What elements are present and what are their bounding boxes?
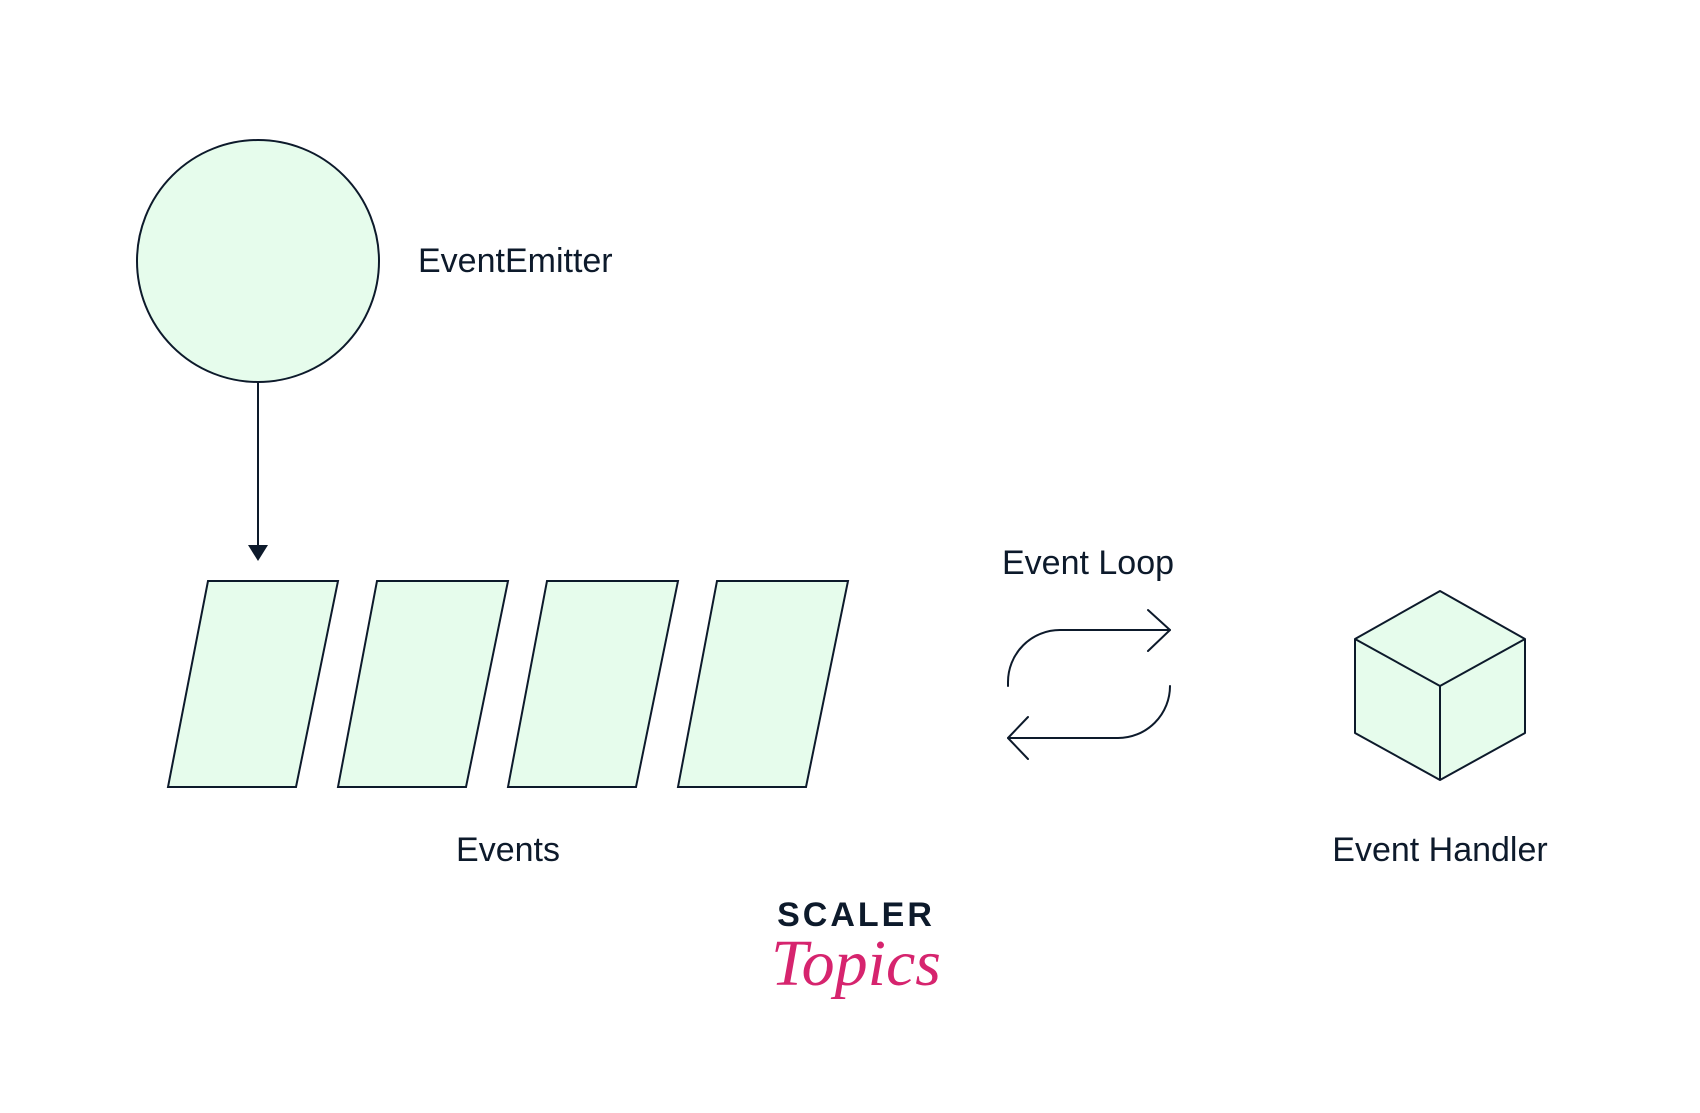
event-block-4 xyxy=(676,580,850,788)
event-loop-label: Event Loop xyxy=(1002,544,1174,582)
events-label: Events xyxy=(456,831,560,869)
event-block-2 xyxy=(336,580,510,788)
emitter-to-events-arrowhead xyxy=(248,545,268,561)
event-loop-cycle-icon xyxy=(1007,609,1171,760)
event-emitter-label: EventEmitter xyxy=(418,242,613,280)
event-emitter-circle xyxy=(136,139,380,383)
event-block-1 xyxy=(166,580,340,788)
scaler-topics-logo: SCALER Topics xyxy=(771,896,941,1000)
event-block-3 xyxy=(506,580,680,788)
event-handler-label: Event Handler xyxy=(1332,831,1547,869)
logo-scaler-text: SCALER xyxy=(777,896,935,934)
event-handler-cube-icon xyxy=(1354,590,1526,781)
logo-topics-text: Topics xyxy=(771,927,941,1000)
